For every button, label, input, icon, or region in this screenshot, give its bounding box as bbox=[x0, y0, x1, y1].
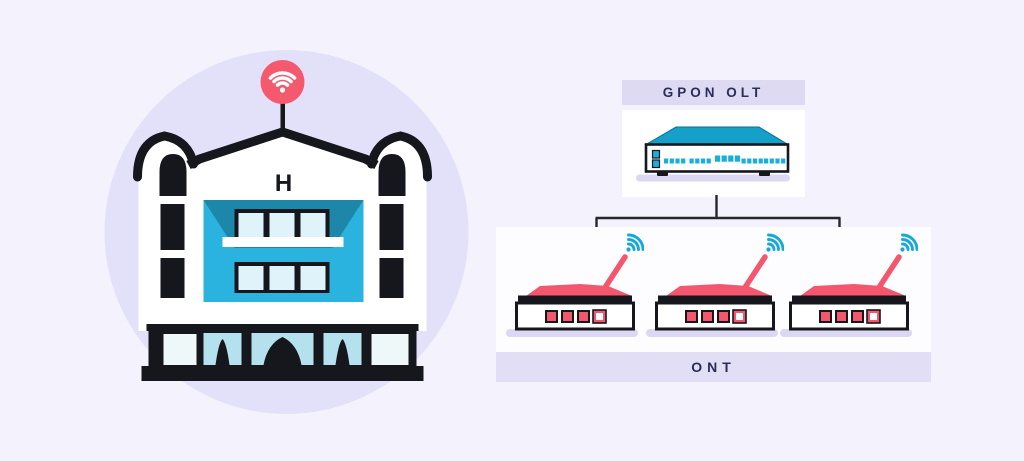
olt-device-illustration bbox=[636, 126, 790, 182]
ont-device-2 bbox=[644, 230, 784, 345]
left-tower-windows bbox=[159, 154, 187, 298]
wifi-icon bbox=[268, 71, 297, 93]
ont-device-1 bbox=[504, 230, 644, 345]
ont-panel bbox=[496, 227, 931, 352]
olt-status-leds bbox=[651, 149, 661, 169]
ont-label: ONT bbox=[691, 359, 736, 375]
ont-label-bar: ONT bbox=[496, 352, 931, 382]
right-tower-windows bbox=[378, 154, 406, 298]
olt-device-card bbox=[622, 110, 805, 197]
wifi-badge bbox=[260, 60, 305, 104]
balcony bbox=[222, 237, 344, 247]
storefront bbox=[141, 324, 424, 381]
splitter-connector-lines bbox=[595, 195, 841, 228]
right-dome-outline bbox=[367, 131, 432, 182]
ont-device-3 bbox=[778, 230, 918, 345]
antenna-pole bbox=[280, 101, 285, 135]
hotel-illustration: H bbox=[104, 50, 469, 414]
facade-blue-section bbox=[203, 200, 364, 302]
lower-windows bbox=[234, 262, 330, 293]
hotel-sign-letter: H bbox=[275, 170, 292, 197]
upper-windows bbox=[234, 209, 330, 239]
gpon-olt-label-bar: GPON OLT bbox=[622, 80, 805, 105]
left-dome-outline bbox=[133, 131, 198, 182]
olt-ports bbox=[664, 155, 786, 164]
building-base bbox=[141, 366, 424, 381]
gpon-olt-label: GPON OLT bbox=[662, 85, 765, 100]
